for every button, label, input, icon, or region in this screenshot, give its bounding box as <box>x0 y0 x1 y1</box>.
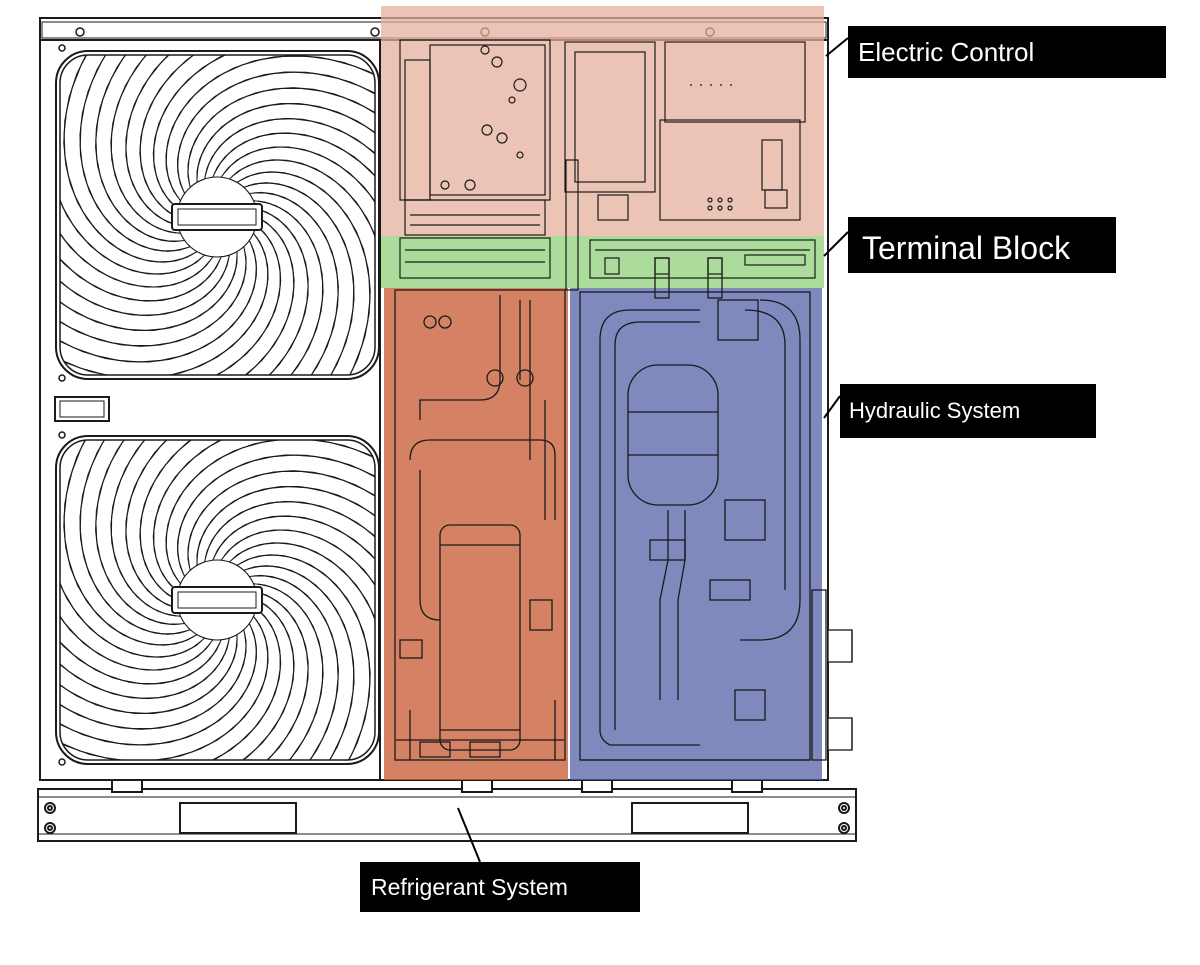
fan-blade-line <box>153 55 375 207</box>
fan-blade-line <box>130 583 324 760</box>
fan-blade-line <box>60 205 247 347</box>
fan-blade-line <box>63 440 194 646</box>
fan-blade-line <box>204 501 375 710</box>
callout-label: Hydraulic System <box>849 398 1020 423</box>
callout-box <box>840 384 1096 438</box>
callout-box <box>848 26 1166 78</box>
fan-blade-line <box>139 55 375 216</box>
fan-blade-line <box>60 447 220 685</box>
bottom-fan-grille <box>55 435 380 765</box>
fan-blade-line <box>60 107 230 316</box>
fan-blade-line <box>110 55 304 234</box>
fan-blade-line <box>204 118 375 327</box>
fan-blade-line <box>180 575 339 760</box>
fan-blade-line <box>60 619 269 760</box>
callout-terminal-block: Terminal Block <box>823 217 1116 273</box>
fan-blade-line <box>125 440 349 608</box>
electric-control-components <box>399 39 806 291</box>
fan-blade-line <box>60 64 220 302</box>
fan-blade-line <box>232 542 375 760</box>
fan-blade-line <box>60 601 295 760</box>
fan-blade-line <box>165 55 375 198</box>
callout-electric-control: Electric Control <box>825 26 1166 78</box>
fan-blade-line <box>130 200 324 375</box>
fan-blade-line <box>223 146 375 375</box>
fan-blade-line <box>196 486 375 662</box>
fan-blade-line <box>187 470 375 612</box>
fan-blade-line <box>60 55 211 288</box>
fan-blade-line <box>60 490 230 699</box>
fan-blade-line <box>79 55 203 252</box>
electric-control-zone <box>381 6 824 236</box>
fan-blade-line <box>95 440 254 625</box>
top-fan-grille <box>55 50 380 380</box>
fan-blade-line <box>60 440 211 671</box>
fan-blade-line <box>125 55 349 225</box>
fan-blade-line <box>240 554 371 760</box>
fan-blade-line <box>60 588 247 730</box>
fan-blade-line <box>187 87 375 229</box>
callout-hydraulic-system: Hydraulic System <box>823 384 1096 438</box>
fan-blade-line <box>95 55 254 242</box>
fan-blade-line <box>85 209 309 375</box>
fan-blade-line <box>139 440 375 599</box>
refrigerant-components <box>394 289 566 761</box>
fan-blade-line <box>231 565 355 760</box>
callout-label: Refrigerant System <box>371 874 568 900</box>
callout-leader-line <box>457 807 481 863</box>
fan-blade-line <box>232 159 375 375</box>
callout-label: Terminal Block <box>862 230 1071 266</box>
fan-blade-line <box>60 440 202 658</box>
callout-refrigerant-system: Refrigerant System <box>360 807 640 912</box>
hydraulic-components <box>579 257 853 761</box>
terminal-block-components <box>399 237 816 279</box>
fan-blade-line <box>60 538 238 714</box>
fan-blade-line <box>60 610 281 760</box>
fan-blade-line <box>60 244 257 363</box>
refrigerant-system-zone <box>384 288 568 780</box>
fan-blade-line <box>240 171 371 375</box>
fan-blade-line <box>177 71 375 190</box>
fan-blade-line <box>110 440 304 617</box>
fan-blade-line <box>60 55 202 275</box>
fan-blade-line <box>196 103 375 279</box>
callout-leader-line <box>825 37 849 57</box>
fan-blade-line <box>60 227 281 375</box>
callout-box <box>848 217 1116 273</box>
fan-blade-line <box>214 515 375 753</box>
fan-blade-line <box>79 440 203 635</box>
fan-blade-line <box>180 192 339 375</box>
fan-blade-line <box>60 155 238 331</box>
fan-blade-line <box>60 218 295 375</box>
fan-blade-line <box>153 440 375 590</box>
fan-blade-line <box>165 440 375 581</box>
fan-blade-line <box>60 627 257 746</box>
side-handle <box>54 396 110 422</box>
fan-blade-line <box>223 529 375 760</box>
fan-blade-line <box>177 454 375 573</box>
fan-blade-line <box>63 55 194 263</box>
callout-label: Electric Control <box>858 37 1034 67</box>
callout-leader-line <box>823 395 841 419</box>
base-frame <box>37 779 857 842</box>
fan-blade-line <box>85 592 309 760</box>
callout-box <box>360 862 640 912</box>
callout-leader-line <box>823 231 849 257</box>
fan-blade-line <box>231 182 355 375</box>
hydraulic-system-zone <box>570 288 822 780</box>
fan-blade-line <box>214 132 375 370</box>
